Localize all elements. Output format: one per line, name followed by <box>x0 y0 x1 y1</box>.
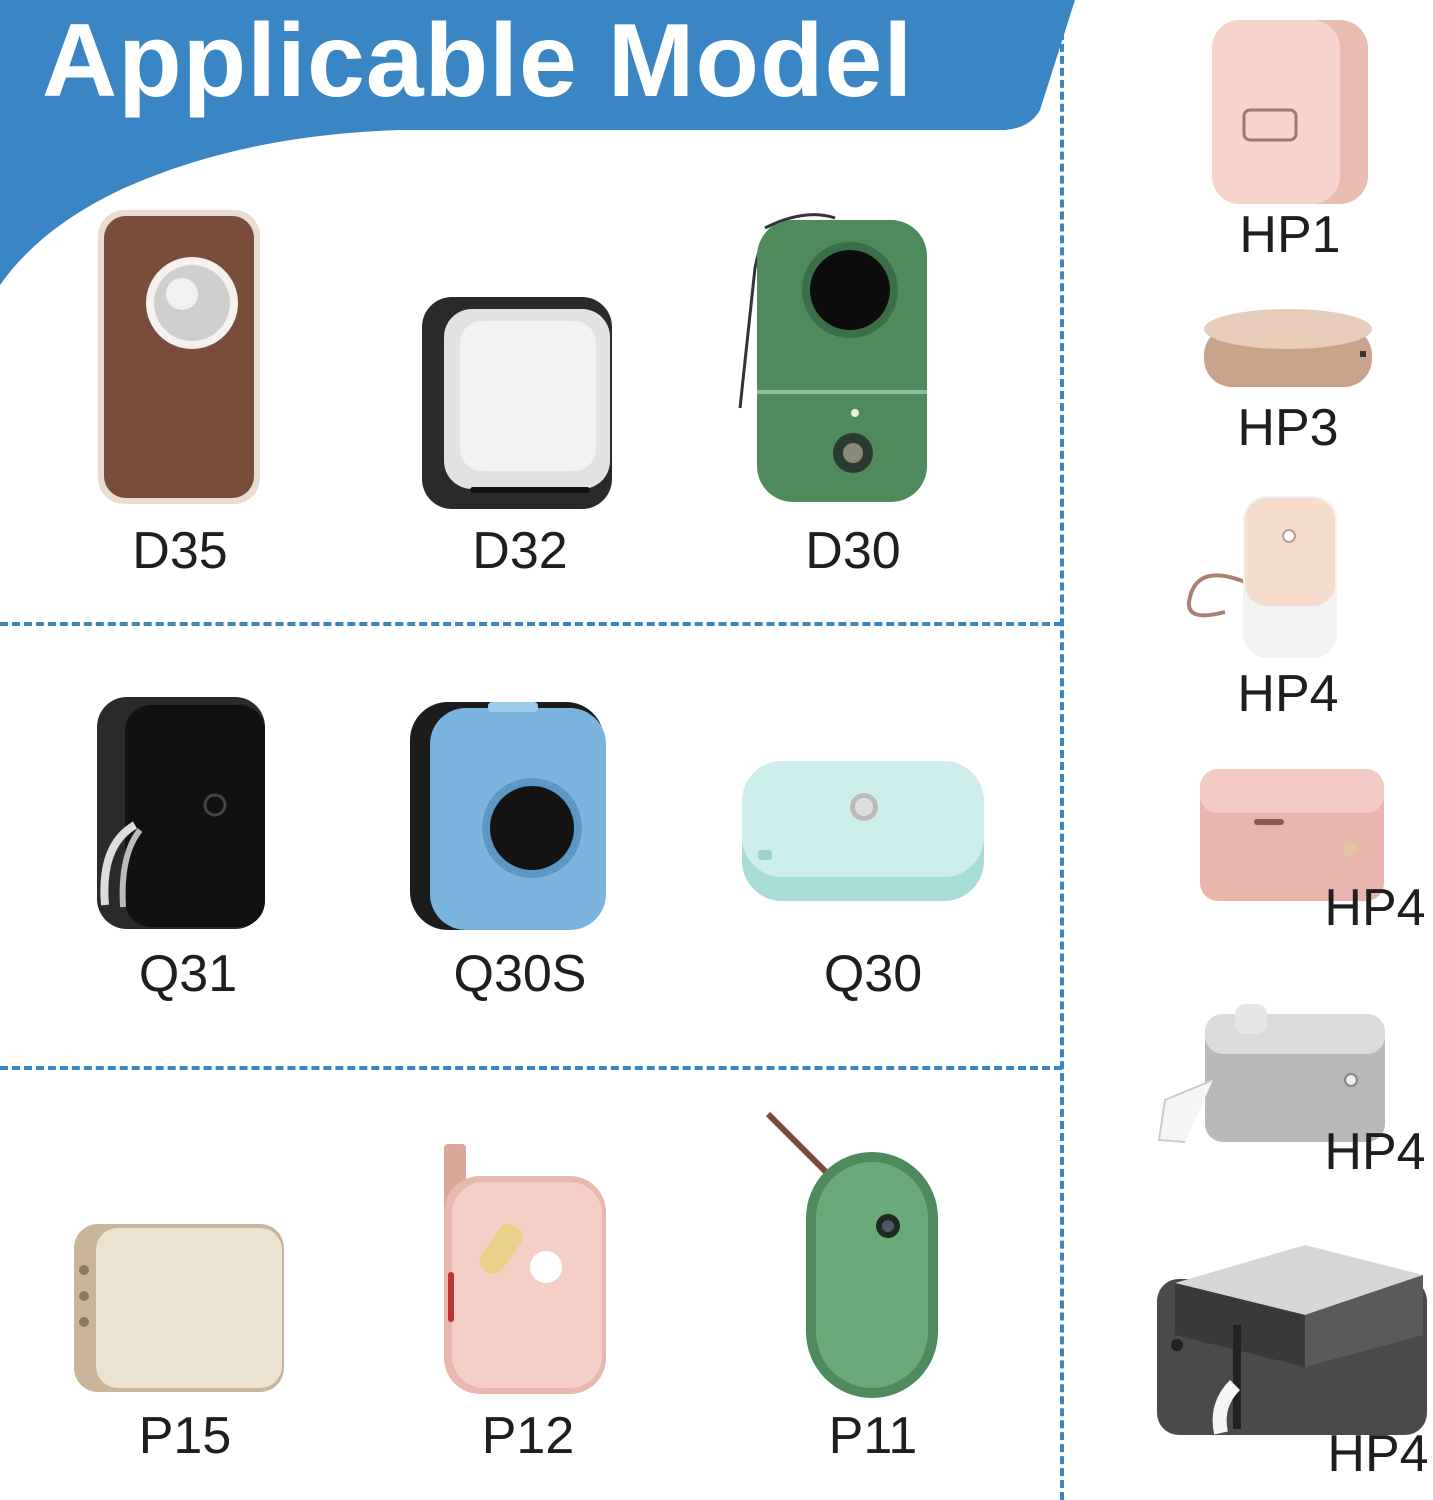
hp1-printer-icon <box>1212 20 1368 204</box>
q31-printer-icon <box>97 697 265 929</box>
model-label: P15 <box>138 1407 232 1465</box>
p12-printer-icon <box>444 1144 606 1394</box>
page-title: Applicable Model <box>42 3 914 119</box>
q30s-printer-icon <box>410 702 606 930</box>
model-label: D32 <box>472 522 568 580</box>
model-label: P11 <box>828 1407 918 1465</box>
d35-printer-icon <box>98 210 260 504</box>
d30-printer-icon <box>738 213 927 502</box>
model-label: D35 <box>132 522 228 580</box>
model-label: HP4 <box>1324 879 1426 937</box>
model-label: HP3 <box>1237 399 1339 457</box>
model-label: HP4 <box>1327 1425 1429 1483</box>
row-divider-2 <box>0 1066 1062 1070</box>
model-label: Q30S <box>453 945 587 1003</box>
p15-printer-icon <box>74 1224 284 1392</box>
model-label: HP4 <box>1237 665 1339 723</box>
model-label: Q31 <box>138 945 238 1003</box>
row-divider-1 <box>0 622 1062 626</box>
model-label: HP1 <box>1239 206 1341 264</box>
hp4-printer-icon <box>1157 1004 1385 1143</box>
title-banner <box>0 0 1075 285</box>
vertical-divider <box>1060 20 1064 1500</box>
hp4-printer-icon <box>1157 1245 1427 1435</box>
model-label: HP4 <box>1324 1123 1426 1181</box>
model-label: P12 <box>481 1407 575 1465</box>
model-label: Q30 <box>823 945 923 1003</box>
hp4-printer-icon <box>1186 496 1337 658</box>
p11-printer-icon <box>765 1111 938 1398</box>
d32-printer-icon <box>422 297 612 509</box>
hp3-printer-icon <box>1204 309 1372 387</box>
model-label: D30 <box>805 522 901 580</box>
hp4-printer-icon <box>1200 769 1384 901</box>
q30-printer-icon <box>742 761 984 901</box>
